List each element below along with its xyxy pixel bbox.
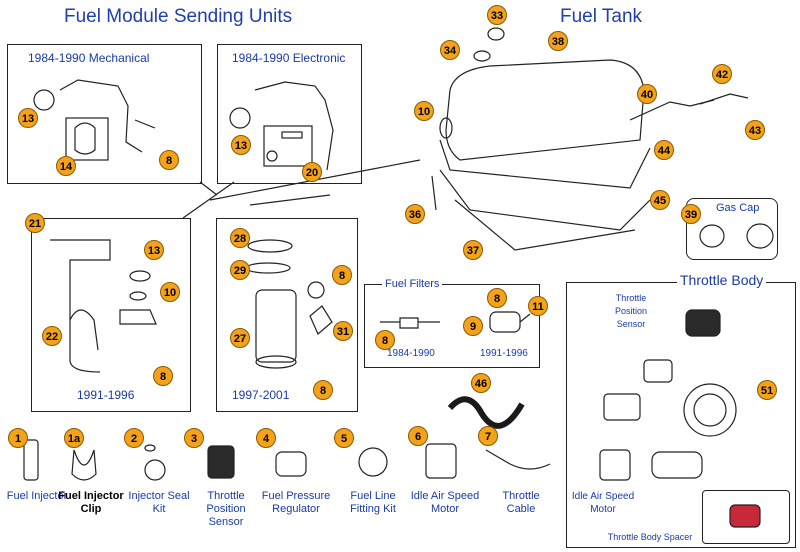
box-1984-1990-mechanical xyxy=(7,44,202,184)
badge-37: 37 xyxy=(463,240,483,260)
badge-8-filter: 8 xyxy=(487,288,507,308)
badge-9: 9 xyxy=(463,316,483,336)
badge-36: 36 xyxy=(405,204,425,224)
badge-11: 11 xyxy=(528,296,548,316)
badge-14: 14 xyxy=(56,156,76,176)
throttle-body-drawing xyxy=(683,383,737,437)
badge-27: 27 xyxy=(230,328,250,348)
caption-fuel-injector: Fuel Injector xyxy=(6,490,68,502)
badge-43: 43 xyxy=(745,120,765,140)
tps-drawing xyxy=(685,309,721,337)
box-1997-2001 xyxy=(216,218,358,412)
idle-air-speed-motor-caption: Idle Air Speed Motor xyxy=(571,491,635,515)
badge-1a: 1a xyxy=(64,428,84,448)
badge-38: 38 xyxy=(548,31,568,51)
box-label-mechanical: 1984-1990 Mechanical xyxy=(28,51,150,65)
connector-line xyxy=(199,181,218,196)
badge-13-1991: 13 xyxy=(144,240,164,260)
gas-cap-title: Gas Cap xyxy=(716,202,760,214)
sender-1991-drawing xyxy=(50,239,111,373)
seal-kit-drawing xyxy=(144,444,156,452)
caption-fuel-injector-clip: Fuel Injector Clip xyxy=(58,490,124,515)
badge-44: 44 xyxy=(654,140,674,160)
throttle-position-sensor-caption: Throttle Position Sensor xyxy=(614,293,648,329)
gas-cap-drawing xyxy=(699,224,725,248)
fuel-tank-drawing xyxy=(445,59,645,161)
sending-units-title: Fuel Module Sending Units xyxy=(64,6,293,27)
fuel-tank-title: Fuel Tank xyxy=(560,6,643,27)
badge-8-1997-bottom: 8 xyxy=(313,380,333,400)
badge-3: 3 xyxy=(184,428,204,448)
fuel-filter-1984-drawing xyxy=(380,317,440,329)
fuel-filters-title: Fuel Filters xyxy=(382,278,443,290)
badge-40: 40 xyxy=(637,84,657,104)
box-label-1997-2001: 1997-2001 xyxy=(232,388,290,402)
badge-31: 31 xyxy=(333,321,353,341)
electronic-sender-drawing xyxy=(254,81,334,171)
filter-label-1984-1990: 1984-1990 xyxy=(387,348,435,359)
badge-28: 28 xyxy=(230,228,250,248)
throttle-body-title: Throttle Body xyxy=(677,272,767,288)
badge-8-mechanical: 8 xyxy=(159,150,179,170)
badge-39: 39 xyxy=(681,204,701,224)
badge-51: 51 xyxy=(757,380,777,400)
badge-8-filter-left: 8 xyxy=(375,330,395,350)
badge-10-tank: 10 xyxy=(414,101,434,121)
filter-label-1991-1996: 1991-1996 xyxy=(480,348,528,359)
badge-1: 1 xyxy=(8,428,28,448)
fuel-injector-drawing xyxy=(23,439,39,481)
mechanical-sender-drawing xyxy=(59,79,143,153)
box-1984-1990-electronic xyxy=(217,44,362,184)
badge-6: 6 xyxy=(408,426,428,446)
box-1991-1996 xyxy=(31,218,191,412)
badge-29: 29 xyxy=(230,260,250,280)
badge-22: 22 xyxy=(42,326,62,346)
badge-42: 42 xyxy=(712,64,732,84)
box-label-1991-1996: 1991-1996 xyxy=(77,388,135,402)
caption-fuel-line-fitting-kit: Fuel Line Fitting Kit xyxy=(350,490,396,515)
pressure-regulator-drawing xyxy=(275,451,307,477)
injector-clip-drawing xyxy=(71,449,97,481)
connector-line xyxy=(182,181,235,219)
fitting-kit-drawing xyxy=(358,447,388,477)
box-label-electronic: 1984-1990 Electronic xyxy=(232,51,346,65)
badge-45: 45 xyxy=(650,190,670,210)
badge-7: 7 xyxy=(478,426,498,446)
idle-air-motor-drawing xyxy=(425,443,457,479)
box-gas-cap xyxy=(686,198,778,260)
connector-line xyxy=(249,194,331,206)
badge-34: 34 xyxy=(440,40,460,60)
badge-46: 46 xyxy=(471,373,491,393)
throttle-cable-drawing xyxy=(485,449,551,470)
caption-injector-seal-kit: Injector Seal Kit xyxy=(128,490,190,515)
badge-13-electronic: 13 xyxy=(231,135,251,155)
box-throttle-body-spacer xyxy=(702,490,790,544)
caption-idle-air-speed-motor: Idle Air Speed Motor xyxy=(410,490,480,515)
box-fuel-filters xyxy=(364,284,540,368)
spacer-drawing xyxy=(729,504,761,528)
fuel-hose-46-drawing xyxy=(447,396,525,429)
badge-10-1991: 10 xyxy=(160,282,180,302)
badge-2: 2 xyxy=(124,428,144,448)
caption-throttle-position-sensor: Throttle Position Sensor xyxy=(206,490,246,528)
fuel-filter-1991-drawing xyxy=(489,311,521,333)
badge-33: 33 xyxy=(487,5,507,25)
tps-part-drawing xyxy=(207,445,235,479)
badge-21: 21 xyxy=(25,213,45,233)
badge-13-mechanical: 13 xyxy=(18,108,38,128)
badge-8-1991: 8 xyxy=(153,366,173,386)
caption-throttle-cable: Throttle Cable xyxy=(502,490,540,515)
badge-8-1997-top: 8 xyxy=(332,265,352,285)
caption-fuel-pressure-regulator: Fuel Pressure Regulator xyxy=(261,490,331,515)
badge-20: 20 xyxy=(302,162,322,182)
badge-5: 5 xyxy=(334,428,354,448)
badge-4: 4 xyxy=(256,428,276,448)
throttle-body-spacer-caption: Throttle Body Spacer xyxy=(607,532,693,542)
module-1997-drawing xyxy=(247,239,293,253)
